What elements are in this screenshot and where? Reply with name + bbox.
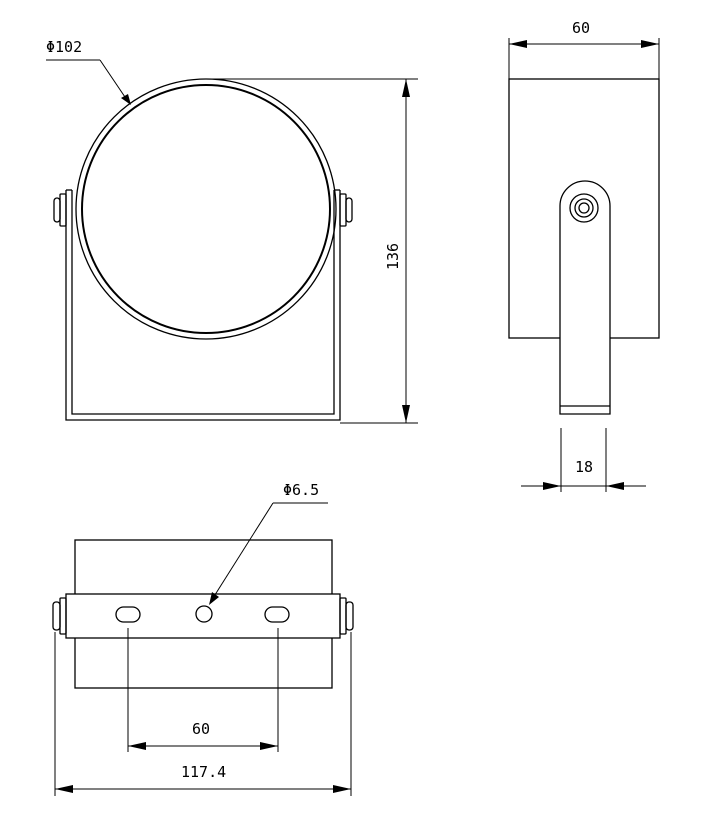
side-width-label: 60 xyxy=(572,19,590,37)
side-width-dimension xyxy=(508,38,660,79)
right-slot xyxy=(264,606,290,623)
top-slot-spacing-label: 60 xyxy=(192,720,210,738)
side-bracket-width-dimension xyxy=(521,428,646,492)
right-pivot-knob xyxy=(339,193,353,227)
slot-spacing-dimension xyxy=(127,628,279,752)
u-bracket-inner xyxy=(71,190,335,415)
left-slot xyxy=(115,606,141,623)
front-view: Φ102 136 xyxy=(46,38,418,424)
lamp-outer-ring xyxy=(75,78,337,340)
front-diameter-label: Φ102 xyxy=(46,38,82,56)
top-overall-width-label: 117.4 xyxy=(181,763,226,781)
left-pivot-knob xyxy=(53,193,67,227)
overall-width-dimension xyxy=(54,632,352,796)
lamp-inner-ring xyxy=(81,84,331,334)
top-left-knob xyxy=(52,597,67,635)
side-bracket-arm xyxy=(559,180,611,415)
front-height-label: 136 xyxy=(384,243,402,270)
top-view: Φ6.5 60 117.4 xyxy=(52,481,354,796)
side-pivot xyxy=(569,193,599,223)
diameter-leader xyxy=(46,59,131,105)
mounting-plate xyxy=(65,593,341,639)
top-right-knob xyxy=(339,597,354,635)
center-hole xyxy=(195,605,213,623)
u-bracket-outer xyxy=(65,190,341,421)
height-dimension xyxy=(210,78,418,424)
side-view: 60 18 xyxy=(508,19,660,492)
top-hole-diameter-label: Φ6.5 xyxy=(283,481,319,499)
side-bracket-width-label: 18 xyxy=(575,458,593,476)
hole-leader xyxy=(209,502,328,605)
